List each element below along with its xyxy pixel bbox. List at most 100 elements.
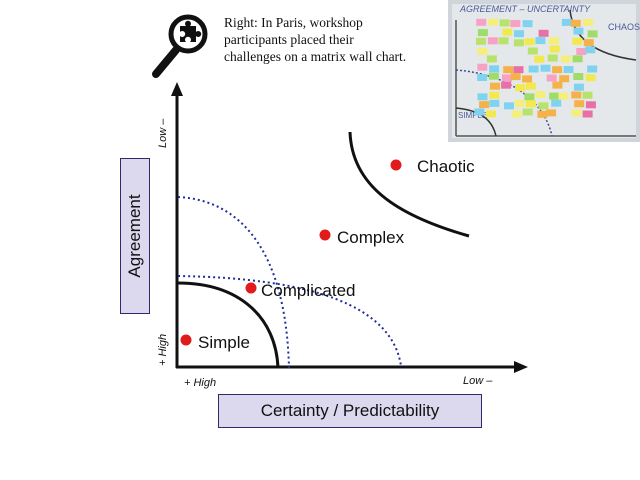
domain-label-complex: Complex [337, 228, 405, 247]
sticky-note [538, 102, 549, 110]
sticky-note [488, 72, 499, 80]
point-simple [180, 334, 192, 346]
y-axis-label-box: Agreement [120, 158, 150, 314]
sticky-note [572, 55, 583, 63]
sticky-note [551, 99, 562, 107]
photo-board-word-right: CHAOS [608, 22, 640, 32]
sticky-note [587, 65, 598, 73]
x-axis-label: Certainty / Predictability [260, 401, 440, 420]
sticky-note [561, 18, 572, 26]
domain-label-simple: Simple [198, 333, 250, 352]
sticky-note [511, 110, 522, 118]
y-axis-top-tick: Low – [157, 118, 169, 148]
sticky-note [489, 65, 500, 73]
sticky-note [528, 65, 539, 73]
x-axis-label-box: Certainty / Predictability [218, 394, 482, 428]
sticky-note [522, 20, 533, 28]
sticky-note [526, 100, 536, 108]
sticky-note [559, 75, 570, 83]
sticky-note [513, 66, 524, 74]
sticky-note [474, 108, 485, 116]
sticky-note [487, 37, 498, 45]
sticky-note [573, 27, 584, 35]
sticky-note [490, 82, 500, 90]
sticky-note [488, 18, 498, 26]
domain-label-chaotic: Chaotic [417, 157, 475, 176]
sticky-note [522, 75, 533, 83]
sticky-note [535, 91, 546, 98]
sticky-note [522, 108, 533, 116]
wall-chart-photo-drawing: AGREEMENT – UNCERTAINTY CHAOS SIMPLE [448, 0, 640, 142]
sticky-note [477, 47, 488, 55]
sticky-note [504, 102, 514, 110]
sticky-note [538, 29, 549, 37]
sticky-note [502, 74, 512, 82]
sticky-note [549, 92, 560, 100]
sticky-note [501, 81, 512, 89]
sticky-note [489, 99, 500, 107]
wall-chart-photo: AGREEMENT – UNCERTAINTY CHAOS SIMPLE [448, 0, 640, 142]
photo-board-title: AGREEMENT – UNCERTAINTY [459, 4, 591, 14]
sticky-note [499, 19, 510, 27]
sticky-note [573, 83, 584, 91]
dotted-boundary-complex [177, 275, 402, 367]
sticky-note [561, 55, 571, 63]
point-chaotic [390, 159, 402, 171]
sticky-note [548, 37, 559, 45]
sticky-note [540, 64, 551, 72]
sticky-note [515, 84, 526, 92]
caption-line: challenges on a matrix wall chart. [224, 49, 407, 64]
sticky-note [574, 100, 585, 108]
sticky-note [582, 110, 593, 118]
y-axis [171, 82, 183, 368]
sticky-note [576, 48, 587, 55]
sticky-note [477, 93, 488, 101]
sticky-note [525, 82, 536, 90]
sticky-note [514, 30, 524, 38]
sticky-note [583, 19, 594, 26]
sticky-note [572, 37, 583, 45]
sticky-note [503, 66, 514, 74]
dotted-boundary-complicated [177, 196, 290, 369]
sticky-note [477, 29, 488, 37]
sticky-note [537, 110, 548, 118]
x-axis [176, 361, 528, 373]
sticky-note [486, 110, 496, 118]
boundary-simple [177, 281, 280, 369]
sticky-note [477, 63, 488, 71]
sticky-note [498, 37, 509, 45]
sticky-note [514, 99, 525, 107]
sticky-note [502, 28, 513, 36]
sticky-note [513, 39, 524, 47]
sticky-note [489, 91, 500, 99]
x-axis-left-tick: + High [184, 377, 217, 389]
sticky-note [510, 73, 521, 81]
sticky-note [527, 47, 538, 55]
magnifier-puzzle-icon [152, 14, 208, 78]
y-axis-label: Agreement [125, 194, 144, 278]
sticky-note [582, 91, 593, 99]
domain-label-complicated: Complicated [261, 281, 356, 300]
caption-line: Right: In Paris, workshop [224, 15, 363, 30]
sticky-note [549, 45, 560, 53]
sticky-note [585, 74, 596, 82]
sticky-note [587, 30, 598, 38]
sticky-note [563, 66, 574, 73]
x-axis-right-tick: Low – [463, 375, 493, 387]
y-axis-bottom-tick: + High [157, 333, 169, 366]
sticky-note [486, 55, 497, 63]
point-complicated [245, 282, 257, 294]
sticky-note [524, 93, 535, 101]
sticky-note [534, 55, 545, 63]
sticky-note [571, 91, 582, 99]
sticky-note [546, 109, 557, 117]
sticky-note [558, 92, 569, 100]
sticky-note [573, 73, 584, 80]
sticky-note [585, 46, 596, 54]
sticky-note [477, 74, 488, 81]
point-complex [319, 229, 331, 241]
sticky-note [547, 54, 558, 62]
sticky-note [524, 38, 535, 46]
sticky-note [535, 37, 546, 45]
